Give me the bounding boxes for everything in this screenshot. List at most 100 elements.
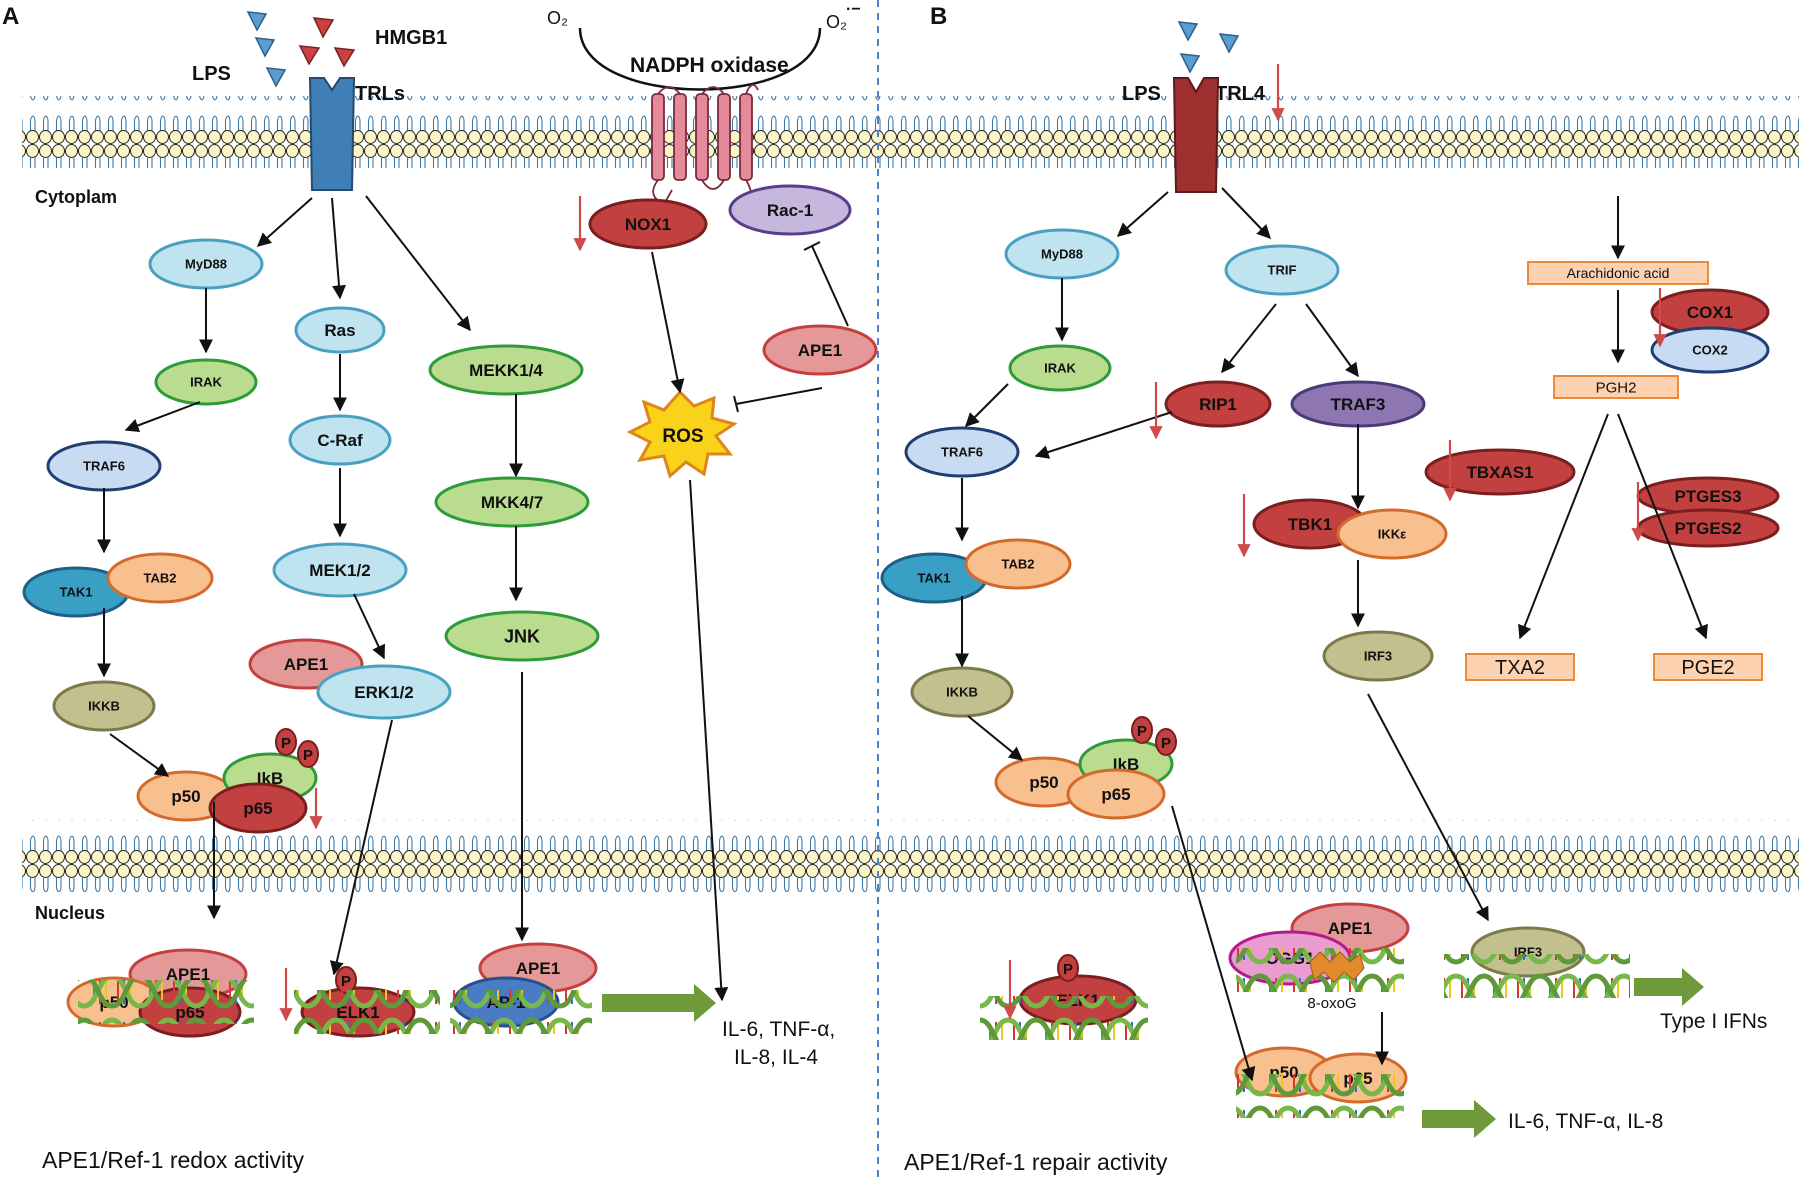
node-ikkb-b-label: IKKB <box>946 685 978 700</box>
node-irak-b: IRAK <box>1008 344 1112 392</box>
node-ras: Ras <box>294 306 386 354</box>
node-traf6-a-label: TRAF6 <box>83 459 125 474</box>
node-ikkb-a-shape <box>52 680 156 732</box>
lps-ligands-b <box>1177 21 1240 74</box>
hmgb1-label: HMGB1 <box>375 27 447 49</box>
node-ikke-shape <box>1336 508 1448 560</box>
node-ptges2: PTGES2 <box>1636 508 1780 548</box>
node-p50-a-label: p50 <box>171 787 200 806</box>
dna-irf3-b <box>1444 954 1630 998</box>
box-pgh2: PGH2 <box>1553 375 1679 399</box>
nadph-oxidase-complex <box>651 84 759 207</box>
node-traf6-b: TRAF6 <box>904 426 1020 478</box>
panel-a-footer: APE1/Ref-1 redox activity <box>42 1147 305 1173</box>
node-tak1-a-label: TAK1 <box>60 585 93 600</box>
node-rip1-label: RIP1 <box>1199 395 1237 414</box>
box-txa2: TXA2 <box>1465 653 1575 681</box>
lps-label-a: LPS <box>192 63 231 85</box>
node-mkk47-shape <box>434 476 590 528</box>
node-traf6-b-shape <box>904 426 1020 478</box>
node-p65-b: p65 <box>1066 768 1166 820</box>
node-ikkb-a: IKKB <box>52 680 156 732</box>
panel-b-letter: B <box>930 3 947 30</box>
node-mekk14: MEKK1/4 <box>428 344 584 396</box>
phospho-p-b1-label: P <box>1137 723 1147 740</box>
node-ikkb-b: IKKB <box>910 666 1014 718</box>
output-arrow-a <box>602 984 716 1022</box>
node-ikke-label: IKKε <box>1378 527 1407 542</box>
node-erk12: ERK1/2 <box>316 664 452 720</box>
phospho-p-elk-b: P <box>1057 954 1079 982</box>
trl4-label: TRL4 <box>1215 83 1266 105</box>
phospho-p-a1: P <box>275 728 297 756</box>
node-tbk1-label: TBK1 <box>1288 515 1332 534</box>
node-trif-label: TRIF <box>1268 263 1297 278</box>
dna-elk1-a <box>294 990 440 1034</box>
node-irak-a-shape <box>154 358 258 406</box>
box-pgh2-label: PGH2 <box>1596 379 1637 396</box>
nadph-oxidase-arc <box>578 27 822 91</box>
box-pgh2-shape <box>1553 375 1679 399</box>
node-mek12-label: MEK1/2 <box>309 561 370 580</box>
node-tab2-a: TAB2 <box>106 552 214 604</box>
node-mek12-shape <box>272 542 408 598</box>
node-irf3-c-shape <box>1322 630 1434 682</box>
node-myd88-b-label: MyD88 <box>1041 247 1083 262</box>
node-tab2-b-shape <box>964 538 1072 590</box>
node-p50-b-label: p50 <box>1029 773 1058 792</box>
trls-receptor <box>308 77 356 191</box>
dna-ap1-a <box>450 990 592 1034</box>
output-arrow-b <box>1422 1100 1496 1138</box>
node-rac1: Rac-1 <box>728 184 852 236</box>
lps-ligands-a <box>246 11 287 88</box>
lps-label-b: LPS <box>1122 83 1161 105</box>
node-mkk47: MKK4/7 <box>434 476 590 528</box>
node-ikkb-b-shape <box>910 666 1014 718</box>
node-erk12-shape <box>316 664 452 720</box>
cytoplasm-label: Cytoplam <box>35 187 117 207</box>
node-traf6-a: TRAF6 <box>46 440 162 492</box>
box-arach: Arachidonic acid <box>1527 261 1709 285</box>
box-pge2-shape <box>1653 653 1763 681</box>
ros-burst <box>626 389 738 479</box>
node-p65-a: p65 <box>208 782 308 834</box>
node-nox1: NOX1 <box>588 198 708 250</box>
node-tak1-b-label: TAK1 <box>918 571 951 586</box>
node-tbxas1-label: TBXAS1 <box>1466 463 1533 482</box>
node-mkk47-label: MKK4/7 <box>481 493 543 512</box>
node-tab2-a-label: TAB2 <box>144 571 177 586</box>
node-mekk14-shape <box>428 344 584 396</box>
node-ptges3-label: PTGES3 <box>1674 487 1741 506</box>
cytokines-b: IL-6, TNF-α, IL-8 <box>1508 1110 1663 1133</box>
box-pge2: PGE2 <box>1653 653 1763 681</box>
node-p65-b-shape <box>1066 768 1166 820</box>
phospho-p-a2-label: P <box>303 747 313 764</box>
node-irak-a: IRAK <box>154 358 258 406</box>
node-irf3-c-label: IRF3 <box>1364 649 1392 664</box>
phospho-p-b2-label: P <box>1161 735 1171 752</box>
node-ape1-ros: APE1 <box>762 324 878 376</box>
box-txa2-shape <box>1465 653 1575 681</box>
nucleus-label: Nucleus <box>35 903 105 923</box>
phospho-p-b1-shape <box>1131 716 1153 744</box>
signal-arrows <box>97 187 1708 1082</box>
node-jnk-shape <box>444 610 600 662</box>
superoxide-mark: ·− <box>846 1 861 18</box>
node-tab2-a-shape <box>106 552 214 604</box>
panel-a-letter: A <box>2 3 19 30</box>
node-irak-b-label: IRAK <box>1044 361 1076 376</box>
node-traf3-label: TRAF3 <box>1331 395 1386 414</box>
node-ape1-ap1-label: APE1 <box>516 959 560 978</box>
phospho-p-elk-a: P <box>335 966 357 994</box>
dna-nfkb-a <box>78 980 254 1024</box>
node-ptges2-label: PTGES2 <box>1674 519 1741 538</box>
node-nox1-label: NOX1 <box>625 215 671 234</box>
node-tak1-a: TAK1 <box>22 566 130 618</box>
box-txa2-label: TXA2 <box>1495 657 1545 679</box>
dna-nfkb-b <box>1236 1074 1404 1118</box>
phospho-p-b1: P <box>1131 716 1153 744</box>
node-traf3: TRAF3 <box>1290 380 1426 428</box>
